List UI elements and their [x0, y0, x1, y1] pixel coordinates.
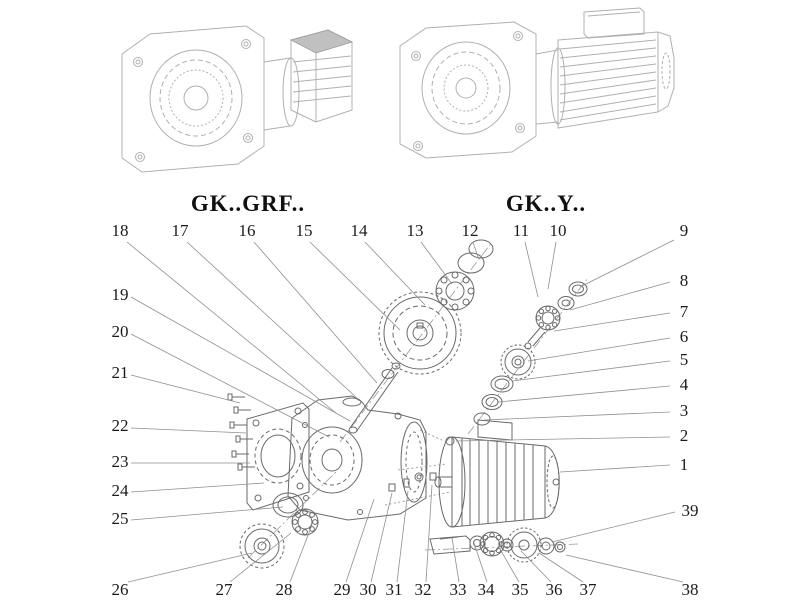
callout-38: 38	[565, 554, 699, 599]
part-number-label: 39	[682, 501, 699, 520]
callout-30: 30	[360, 492, 393, 599]
part-number-label: 30	[360, 580, 377, 599]
part-number-label: 19	[112, 285, 129, 304]
callout-27: 27	[216, 532, 292, 599]
flange-bolts	[227, 393, 255, 471]
callout-25: 25	[112, 506, 284, 528]
part-number-label: 25	[112, 509, 129, 528]
part-number-label: 38	[682, 580, 699, 599]
part-number-label: 32	[415, 580, 432, 599]
callout-33: 33	[450, 537, 467, 599]
callout-18: 18	[112, 221, 337, 414]
part-number-label: 24	[112, 481, 130, 500]
part-number-label: 34	[478, 580, 496, 599]
callout-24: 24	[112, 481, 265, 500]
part-number-label: 16	[239, 221, 256, 240]
part-number-label: 35	[512, 580, 529, 599]
drawing-gk-grf	[121, 25, 354, 173]
callout-34: 34	[473, 542, 496, 599]
callout-36: 36	[520, 550, 563, 599]
callout-6: 6	[527, 327, 689, 362]
part-number-label: 12	[462, 221, 479, 240]
callout-22: 22	[112, 416, 247, 435]
oil-seal	[272, 492, 304, 518]
part-number-label: 2	[680, 426, 689, 445]
part-number-label: 27	[216, 580, 234, 599]
part-number-label: 29	[334, 580, 351, 599]
part-number-label: 11	[513, 221, 529, 240]
callout-28: 28	[276, 524, 313, 599]
callout-10: 10	[547, 221, 567, 290]
callout-11: 11	[513, 221, 539, 298]
part-number-label: 18	[112, 221, 129, 240]
part-number-label: 22	[112, 416, 129, 435]
callout-7: 7	[553, 302, 689, 332]
motor-overview	[557, 7, 675, 129]
gear-housing	[287, 395, 455, 521]
callout-2: 2	[455, 426, 689, 445]
callout-17: 17	[172, 221, 359, 400]
callout-37: 37	[538, 552, 598, 599]
mounting-fasteners	[384, 429, 451, 506]
part-number-label: 20	[112, 322, 129, 341]
part-number-label: 7	[680, 302, 689, 321]
large-gear	[378, 291, 462, 375]
callout-16: 16	[239, 221, 378, 384]
part-number-label: 10	[550, 221, 567, 240]
part-number-label: 36	[546, 580, 563, 599]
part-number-label: 33	[450, 580, 467, 599]
exploded-view	[227, 239, 589, 569]
part-number-label: 17	[172, 221, 190, 240]
callout-14: 14	[351, 221, 426, 306]
callout-23: 23	[112, 452, 250, 471]
lower-gear	[239, 523, 285, 569]
part-number-label: 4	[680, 375, 689, 394]
part-number-label: 9	[680, 221, 689, 240]
callout-13: 13	[407, 221, 453, 285]
callout-20: 20	[112, 322, 330, 438]
part-number-label: 3	[680, 401, 689, 420]
title-gk-grf: GK..GRF..	[191, 191, 305, 216]
upper-bearing	[435, 271, 475, 311]
callout-5: 5	[511, 350, 689, 382]
callout-3: 3	[483, 401, 689, 421]
callouts: 1 2 3 4 5 6 7 8 9 10 11 12 13 14 15 16 1…	[112, 221, 699, 599]
callout-9: 9	[579, 221, 689, 288]
callout-4: 4	[497, 375, 689, 403]
callout-35: 35	[499, 548, 529, 599]
lower-bearing	[291, 508, 319, 536]
retaining-rings	[457, 239, 494, 274]
part-number-label: 28	[276, 580, 293, 599]
callout-31: 31	[386, 490, 409, 599]
callout-21: 21	[112, 363, 241, 404]
part-number-label: 5	[680, 350, 689, 369]
part-number-label: 26	[112, 580, 129, 599]
motor	[434, 419, 560, 528]
part-number-label: 37	[580, 580, 598, 599]
part-number-label: 1	[680, 455, 689, 474]
part-number-label: 14	[351, 221, 369, 240]
part-number-label: 21	[112, 363, 129, 382]
title-gk-y: GK..Y..	[506, 191, 586, 216]
drawing-gk-y	[399, 7, 675, 159]
input-shaft	[348, 362, 401, 434]
callout-29: 29	[334, 498, 375, 599]
part-number-label: 31	[386, 580, 403, 599]
callout-32: 32	[415, 484, 433, 599]
part-number-label: 8	[680, 271, 689, 290]
callout-15: 15	[296, 221, 401, 331]
callout-8: 8	[569, 271, 689, 311]
callout-1: 1	[559, 455, 689, 474]
callout-39: 39	[551, 501, 699, 543]
callout-19: 19	[112, 285, 351, 422]
output-flange-plate	[246, 402, 310, 511]
part-number-label: 6	[680, 327, 689, 346]
callout-12: 12	[462, 221, 479, 258]
part-number-label: 15	[296, 221, 313, 240]
part-number-label: 23	[112, 452, 129, 471]
part-number-label: 13	[407, 221, 424, 240]
callout-26: 26	[112, 552, 253, 599]
output-shaft-assembly	[429, 527, 566, 563]
